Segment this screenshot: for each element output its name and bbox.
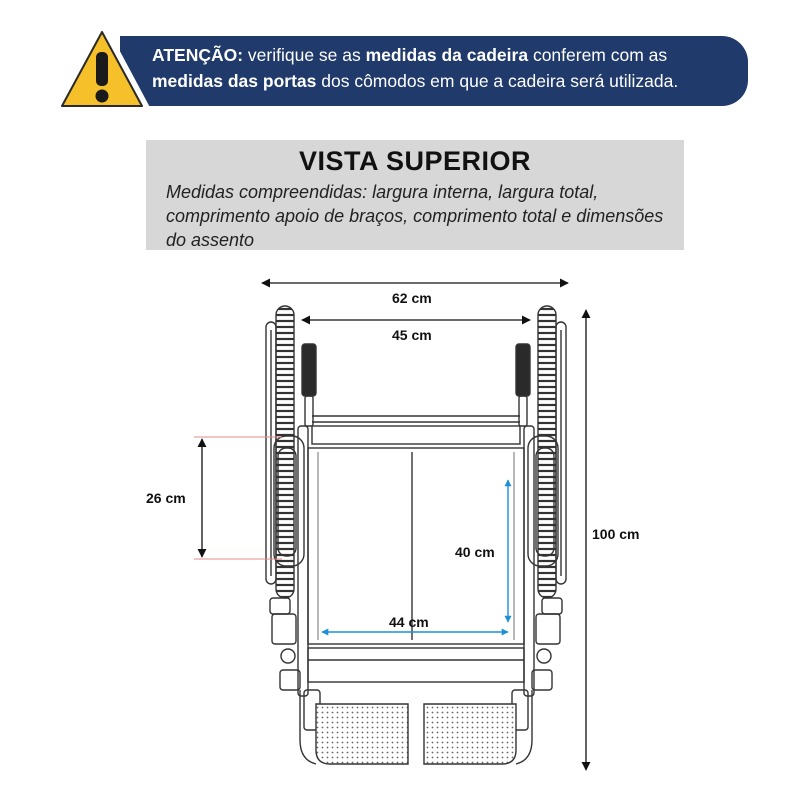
left-armrest [273,435,305,567]
right-footrest [423,703,517,765]
warning-bold-1: medidas da cadeira [365,45,529,65]
warning-lead: ATENÇÃO: [152,45,244,65]
internal-width-label: 45 cm [392,327,432,343]
view-description: Medidas compreendidas: largura interna, … [166,182,664,250]
left-push-handle [301,343,317,397]
warning-banner [120,36,748,106]
left-footrest [315,703,409,765]
total-width-label: 62 cm [392,290,432,306]
warning-bold-2: medidas das portas [152,71,317,91]
dimension-arrows [197,278,591,771]
view-title: VISTA SUPERIOR [298,146,532,176]
seat-width-label: 44 cm [389,614,429,630]
total-length-label: 100 cm [592,526,640,542]
info-panel: VISTA SUPERIOR Medidas compreendidas: la… [146,140,684,250]
seat-depth-label: 40 cm [455,544,495,560]
seat-dimension-arrows [321,479,512,636]
warning-part-3: dos cômodos em que a cadeira será utiliz… [316,71,679,91]
warning-part-1: verifique se as [243,45,366,65]
armrest-length-label: 26 cm [146,490,186,506]
right-wheel [537,305,567,599]
right-armrest [527,435,559,567]
seat [307,447,525,645]
armrest-guide-lines [194,436,282,560]
wheelchair-frame [265,305,567,765]
left-wheel [265,305,295,599]
warning-part-2: conferem com as [528,45,668,65]
warning-triangle-icon [53,21,151,113]
warning-message: ATENÇÃO: verifique se as medidas da cade… [152,42,742,94]
right-push-handle [515,343,531,397]
